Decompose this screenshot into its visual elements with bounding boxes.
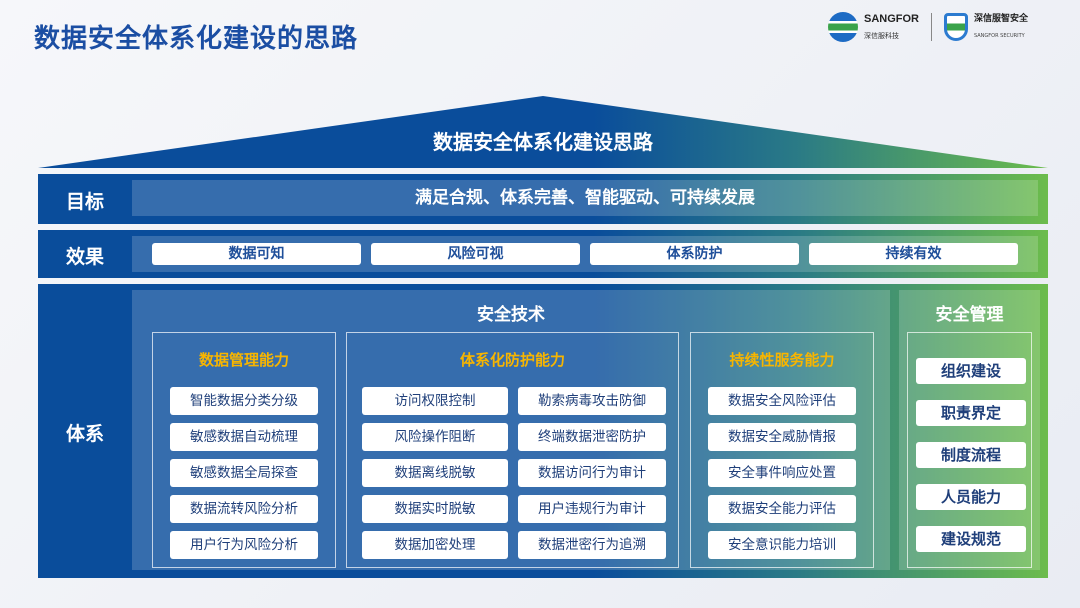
capability-item: 数据实时脱敏: [362, 495, 508, 523]
capability-item: 访问权限控制: [362, 387, 508, 415]
group-title: 持续性服务能力: [729, 351, 835, 369]
security-cn: 深信服智安全: [974, 13, 1029, 24]
effect-item: 数据可知: [152, 243, 361, 265]
sangfor-globe-icon: [828, 12, 858, 42]
mgmt-item: 职责界定: [916, 400, 1026, 426]
capability-item: 数据安全风险评估: [708, 387, 856, 415]
goal-row: 目标 满足合规、体系完善、智能驱动、可持续发展: [38, 174, 1048, 224]
group-protection: 体系化防护能力 访问权限控制 勒索病毒攻击防御 风险操作阻断 终端数据泄密防护 …: [346, 332, 679, 568]
tech-title: 安全技术: [477, 305, 545, 325]
capability-item: 数据访问行为审计: [518, 459, 666, 487]
capability-item: 智能数据分类分级: [170, 387, 318, 415]
capability-item: 数据安全威胁情报: [708, 423, 856, 451]
capability-item: 敏感数据自动梳理: [170, 423, 318, 451]
security-en: SANGFOR SECURITY: [974, 32, 1025, 39]
group-title: 数据管理能力: [198, 351, 289, 369]
logo-divider: [931, 13, 932, 41]
capability-item: 风险操作阻断: [362, 423, 508, 451]
page-title: 数据安全体系化建设的思路: [34, 24, 359, 54]
sangfor-logo: SANGFOR 深信服科技 深信服智安全 SANGFOR SECURITY: [828, 10, 1048, 44]
capability-item: 数据泄密行为追溯: [518, 531, 666, 559]
group-service: 持续性服务能力 数据安全风险评估 数据安全威胁情报 安全事件响应处置 数据安全能…: [690, 332, 874, 568]
mgmt-item: 组织建设: [916, 358, 1026, 384]
mgmt-title: 安全管理: [935, 305, 1004, 325]
mgmt-item: 建设规范: [916, 526, 1026, 552]
mgmt-box: 组织建设 职责界定 制度流程 人员能力 建设规范: [907, 332, 1032, 568]
brand-name: SANGFOR: [864, 12, 919, 25]
mgmt-item: 人员能力: [916, 484, 1026, 510]
effect-item: 持续有效: [809, 243, 1018, 265]
capability-item: 用户行为风险分析: [170, 531, 318, 559]
capability-item: 安全事件响应处置: [708, 459, 856, 487]
goal-text: 满足合规、体系完善、智能驱动、可持续发展: [132, 180, 1038, 216]
group-data-management: 数据管理能力 智能数据分类分级 敏感数据自动梳理 敏感数据全局探查 数据流转风险…: [152, 332, 336, 568]
security-shield-icon: [944, 13, 968, 41]
effect-row: 效果 数据可知 风险可视 体系防护 持续有效: [38, 230, 1048, 278]
capability-item: 数据安全能力评估: [708, 495, 856, 523]
capability-item: 敏感数据全局探查: [170, 459, 318, 487]
group-title: 体系化防护能力: [459, 351, 565, 369]
system-row: 体系 安全技术 数据管理能力 智能数据分类分级 敏感数据自动梳理 敏感数据全局探…: [38, 284, 1048, 578]
capability-item: 终端数据泄密防护: [518, 423, 666, 451]
capability-item: 安全意识能力培训: [708, 531, 856, 559]
capability-item: 勒索病毒攻击防御: [518, 387, 666, 415]
effect-item: 风险可视: [371, 243, 580, 265]
capability-item: 用户违规行为审计: [518, 495, 666, 523]
capability-item: 数据加密处理: [362, 531, 508, 559]
effect-label: 效果: [65, 246, 104, 268]
mgmt-panel: 安全管理 组织建设 职责界定 制度流程 人员能力 建设规范: [899, 290, 1040, 570]
system-label: 体系: [65, 423, 104, 445]
roof-title: 数据安全体系化建设思路: [433, 130, 653, 154]
brand-cn: 深信服科技: [864, 31, 899, 40]
capability-item: 数据离线脱敏: [362, 459, 508, 487]
tech-panel: 安全技术 数据管理能力 智能数据分类分级 敏感数据自动梳理 敏感数据全局探查 数…: [132, 290, 890, 570]
effect-item: 体系防护: [590, 243, 799, 265]
goal-label: 目标: [65, 191, 104, 213]
mgmt-item: 制度流程: [916, 442, 1026, 468]
capability-item: 数据流转风险分析: [170, 495, 318, 523]
